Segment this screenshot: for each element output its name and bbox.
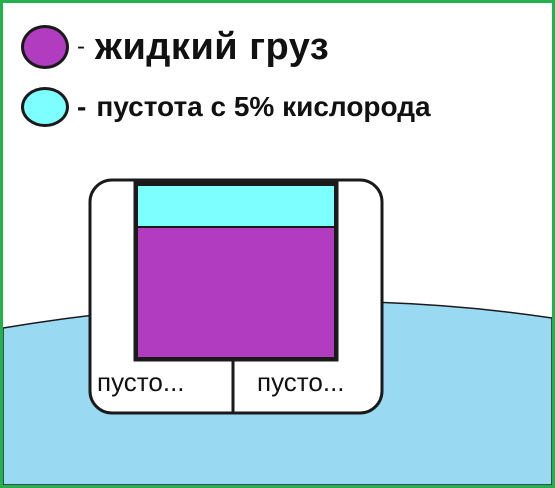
legend-item-oxygen-void: - пустота с 5% кислорода [21,87,431,127]
legend-label: жидкий груз [95,25,330,68]
legend-dash: - [77,33,85,60]
liquid-cargo [136,226,336,359]
cyan-circle-icon [21,87,69,127]
purple-circle-icon [21,25,69,69]
oxygen-void [136,184,336,228]
ship-scene: пусто... пусто... [3,178,552,485]
left-hold-label: пусто... [97,367,185,397]
legend-dash: - [77,91,87,122]
legend-item-liquid-cargo: - жидкий груз [21,25,329,69]
legend-label: пустота с 5% кислорода [96,91,431,122]
right-hold-label: пусто... [257,367,345,397]
